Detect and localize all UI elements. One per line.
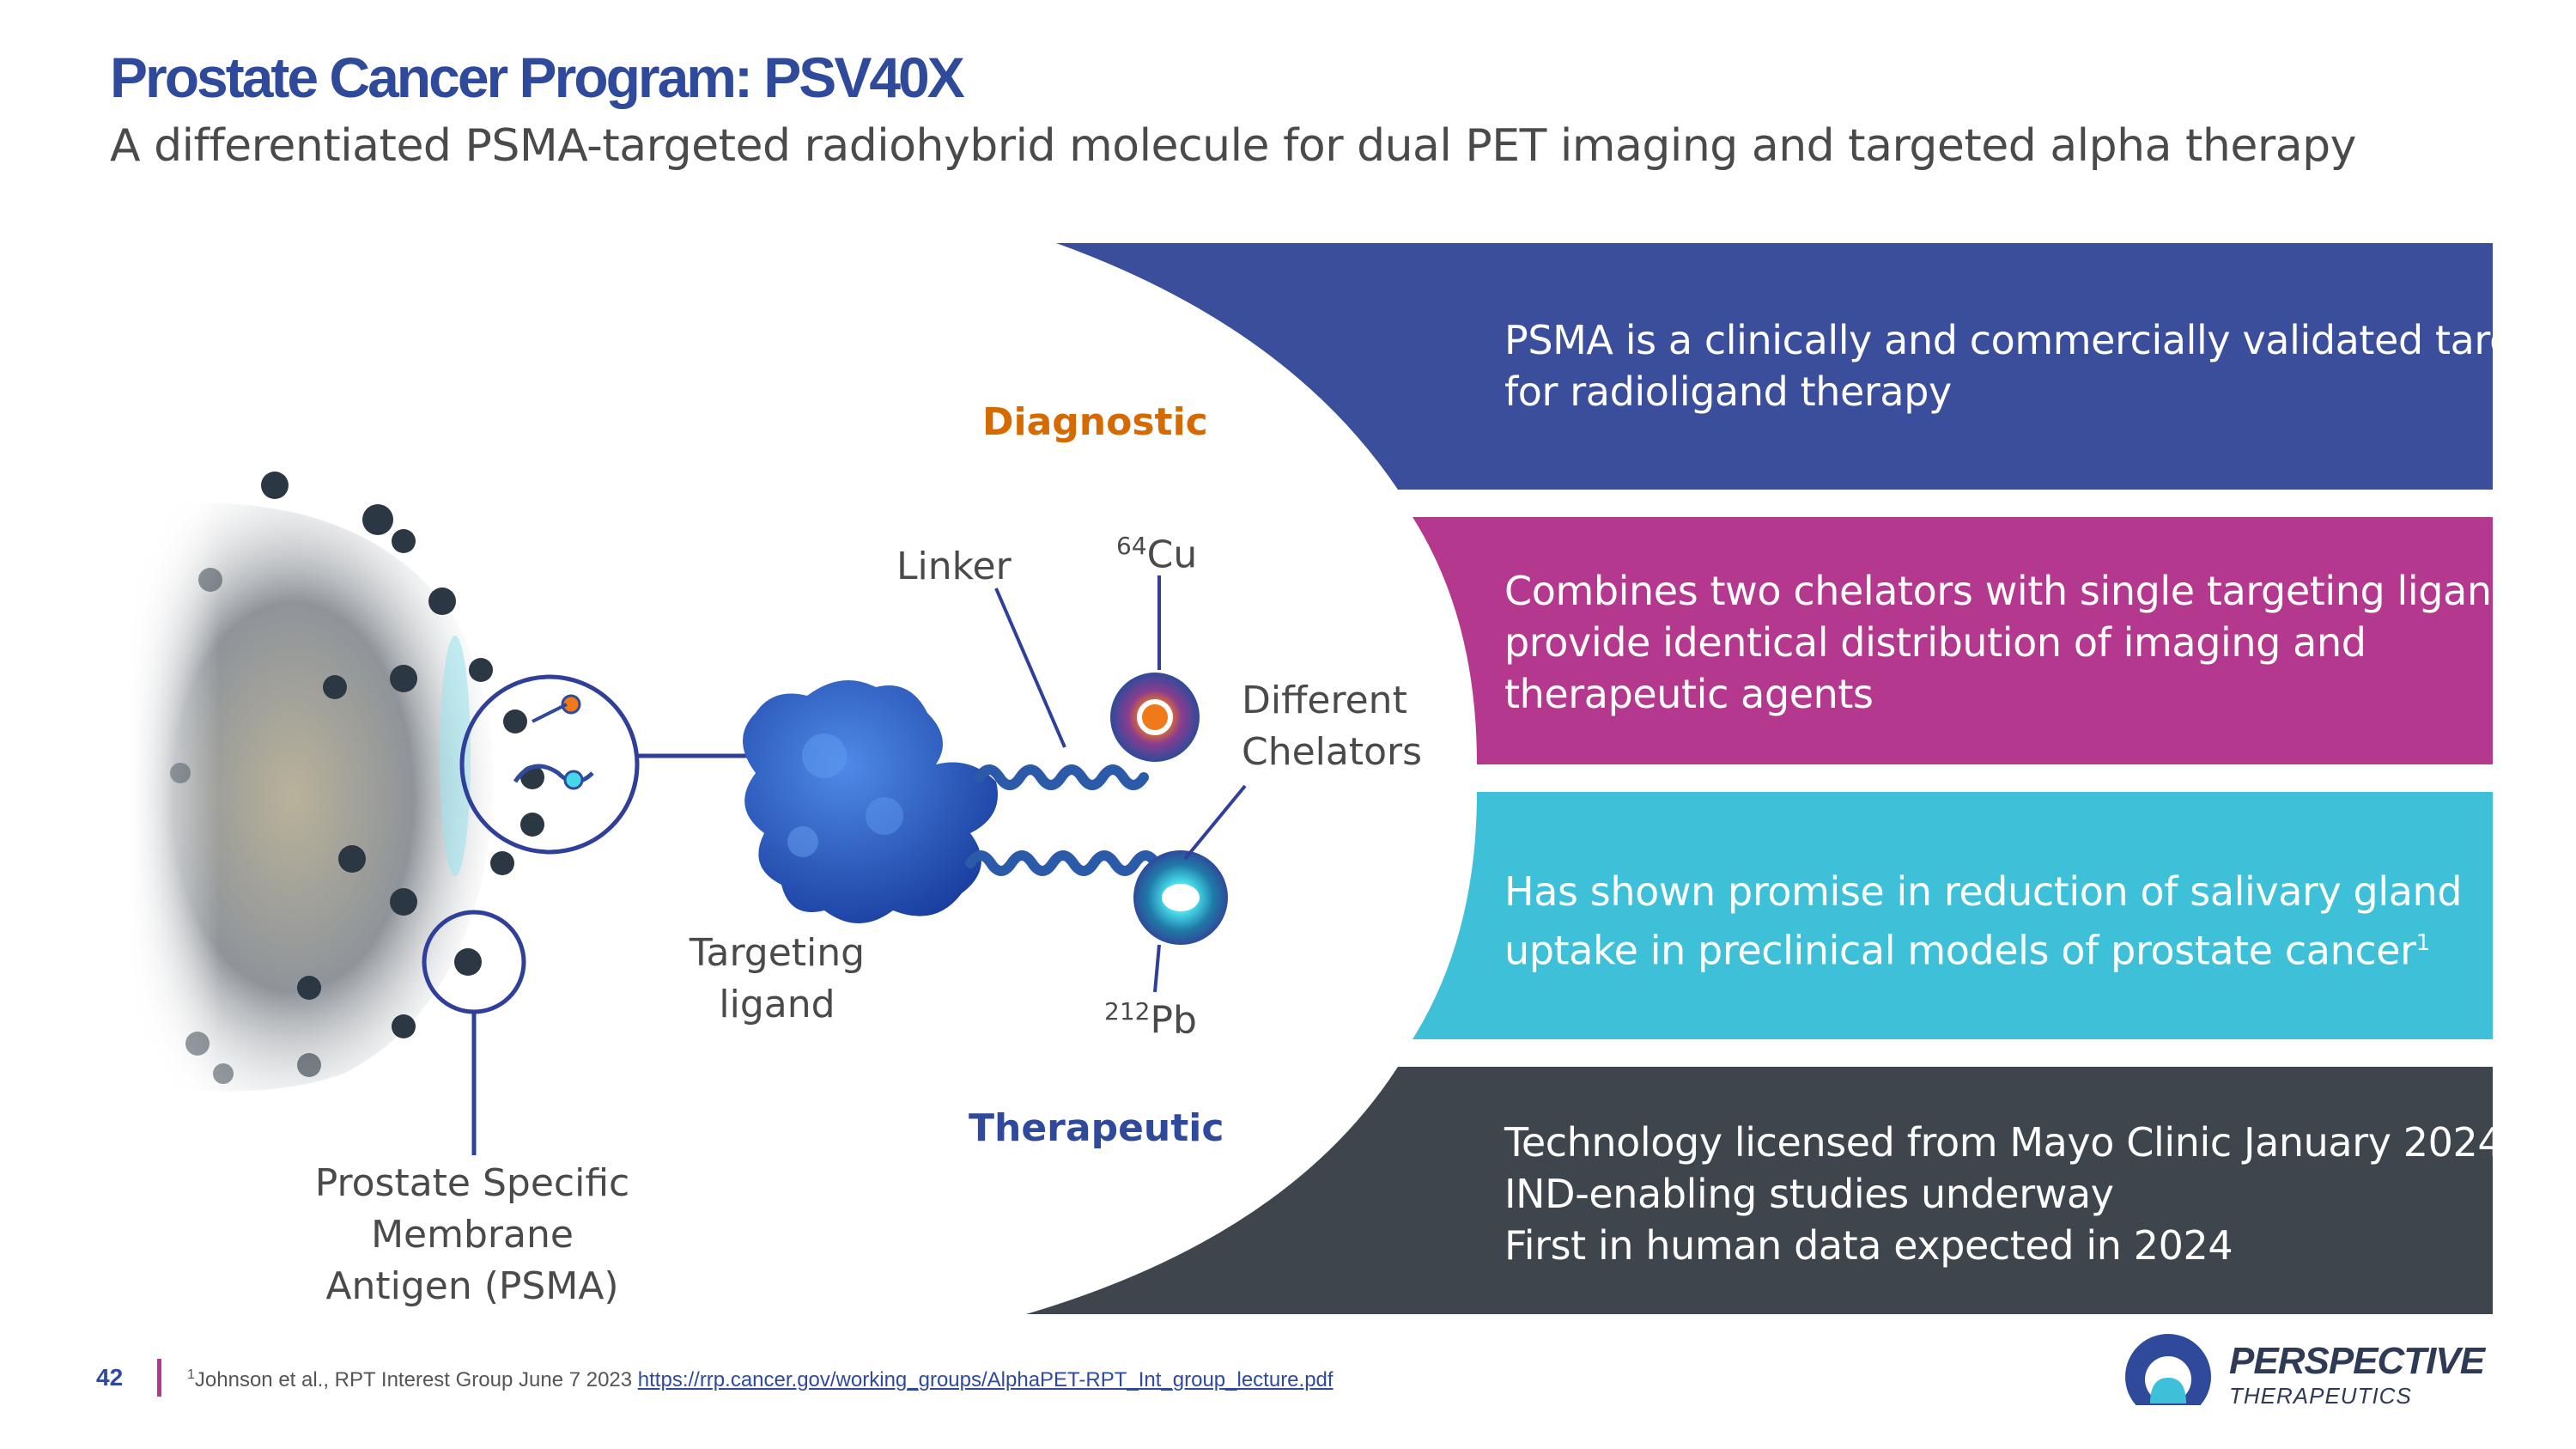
ligand-line-2: ligand <box>719 983 835 1026</box>
psma-line-1: Prostate Specific <box>314 1161 630 1205</box>
panel-2-line-3: therapeutic agents <box>1504 671 1874 717</box>
page-number: 42 <box>96 1364 124 1391</box>
panel-4-line-1: Technology licensed from Mayo Clinic Jan… <box>1504 1119 2503 1166</box>
panel-3-line-1: Has shown promise in reduction of saliva… <box>1504 868 2463 915</box>
panel-3-bg <box>1413 792 2493 1039</box>
targeting-ligand-molecule <box>743 680 998 923</box>
lead-chelator <box>1133 850 1228 945</box>
footnote: 1Johnson et al., RPT Interest Group June… <box>187 1367 1334 1392</box>
copper-symbol: Cu <box>1146 533 1198 577</box>
footnote-marker: 1 <box>187 1367 195 1382</box>
footnote-text: Johnson et al., RPT Interest Group June … <box>194 1368 638 1391</box>
page-subtitle: A differentiated PSMA-targeted radiohybr… <box>110 120 2356 172</box>
panel-2-bg <box>1413 517 2493 764</box>
mini-molecule <box>513 694 594 790</box>
psma-line-3: Antigen (PSMA) <box>325 1264 619 1308</box>
panel-1-line-1: PSMA is a clinically and commercially va… <box>1504 317 2554 363</box>
panel-2-text: Combines two chelators with single targe… <box>1504 565 2567 720</box>
panel-1-bg <box>1056 243 2493 490</box>
logo-wordmark: PERSPECTIVE <box>2229 1340 2485 1382</box>
copper-chelator <box>1110 673 1200 762</box>
therapeutic-label: Therapeutic <box>969 1106 1224 1150</box>
label-pointer-lines <box>994 575 1247 993</box>
panel-1-text: PSMA is a clinically and commercially va… <box>1504 314 2554 417</box>
lead-mass-number: 212 <box>1104 997 1151 1026</box>
lead-symbol: Pb <box>1150 998 1197 1043</box>
panel-3-line-2: uptake in preclinical models of prostate… <box>1504 917 2462 976</box>
page-title: Prostate Cancer Program: PSV40X <box>110 46 965 109</box>
panel-backgrounds <box>1026 243 2493 1314</box>
zoom-callouts <box>422 674 756 1155</box>
linker-chains <box>965 764 1161 876</box>
copper-mass-number: 64 <box>1116 532 1147 560</box>
perspective-logo-icon <box>2121 1334 2215 1424</box>
linker-label: Linker <box>896 545 1012 588</box>
chelators-line-2: Chelators <box>1242 730 1423 774</box>
chelators-label: Different Chelators <box>1242 675 1422 778</box>
logo-subtitle: THERAPEUTICS <box>2229 1383 2412 1409</box>
ligand-line-1: Targeting <box>689 931 866 975</box>
panel-4-line-3: First in human data expected in 2024 <box>1504 1222 2233 1269</box>
panel-3-line-2-text: uptake in preclinical models of prostate… <box>1504 927 2416 974</box>
panel-1-line-2: for radioligand therapy <box>1504 368 1952 415</box>
psma-receptors <box>170 472 544 1084</box>
psma-label: Prostate Specific Membrane Antigen (PSMA… <box>283 1158 661 1312</box>
chelators-line-1: Different <box>1242 679 1407 722</box>
panel-3-text: Has shown promise in reduction of saliva… <box>1504 866 2462 976</box>
panel-2-line-2: provide identical distribution of imagin… <box>1504 619 2366 666</box>
diagnostic-label: Diagnostic <box>982 400 1208 444</box>
page-divider <box>157 1359 161 1397</box>
panel-4-bg <box>1026 1067 2493 1314</box>
footnote-link[interactable]: https://rrp.cancer.gov/working_groups/Al… <box>637 1368 1334 1391</box>
lead-label: 212Pb <box>1104 986 1197 1047</box>
copper-label: 64Cu <box>1116 521 1197 581</box>
panel-4-text: Technology licensed from Mayo Clinic Jan… <box>1504 1117 2503 1271</box>
panel-4-line-2: IND-enabling studies underway <box>1504 1171 2114 1217</box>
panel-3-footnote-ref: 1 <box>2415 930 2431 956</box>
targeting-ligand-label: Targeting ligand <box>661 928 893 1031</box>
panel-2-line-1: Combines two chelators with single targe… <box>1504 568 2568 614</box>
cell-illustration <box>129 502 494 1092</box>
psma-line-2: Membrane <box>371 1213 574 1257</box>
